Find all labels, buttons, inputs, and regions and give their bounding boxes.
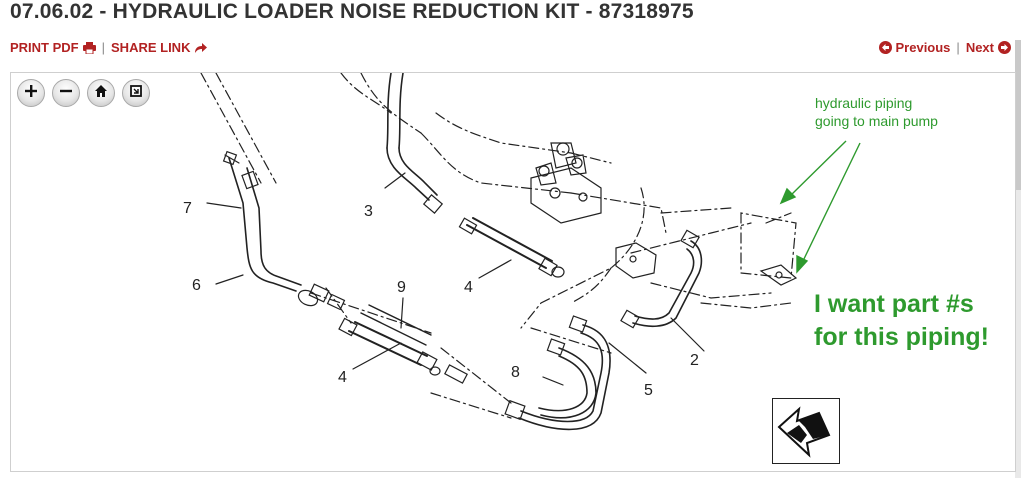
print-pdf-label: PRINT PDF	[10, 40, 79, 55]
return-arrow-button[interactable]	[772, 398, 840, 464]
home-icon	[94, 84, 108, 103]
zoom-controls	[17, 79, 150, 107]
toolbar-left: PRINT PDF | SHARE LINK	[10, 40, 208, 55]
callout-4-lower: 4	[338, 369, 347, 386]
return-arrow-icon	[773, 399, 839, 468]
parts-diagram: 7 3 4 6 9 4 8 5 2	[183, 73, 861, 431]
previous-link[interactable]: Previous	[878, 40, 951, 55]
diagram-viewer[interactable]: 7 3 4 6 9 4 8 5 2	[10, 72, 1016, 472]
annotation-small-line-2: going to main pump	[815, 113, 938, 129]
toolbar-separator: |	[101, 40, 106, 55]
callout-4-upper: 4	[464, 279, 473, 296]
callout-5: 5	[644, 382, 653, 399]
toolbar-separator-right: |	[956, 40, 960, 55]
previous-label: Previous	[895, 40, 951, 55]
minus-icon	[59, 84, 73, 103]
callout-2: 2	[690, 352, 699, 369]
zoom-in-button[interactable]	[17, 79, 45, 107]
page-scrollbar[interactable]	[1015, 40, 1021, 478]
annotation-big-line-2: for this piping!	[814, 323, 989, 351]
annotation-hydraulic-piping: hydraulic piping going to main pump	[815, 94, 938, 130]
print-pdf-link[interactable]: PRINT PDF	[10, 40, 96, 55]
fit-screen-button[interactable]	[122, 79, 150, 107]
toolbar-right: Previous | Next	[878, 40, 1011, 55]
zoom-out-button[interactable]	[52, 79, 80, 107]
callout-6: 6	[192, 277, 201, 294]
annotation-big-line-1: I want part #s	[814, 290, 974, 318]
annotation-part-request: I want part #s for this piping!	[814, 288, 989, 354]
circle-arrow-left-icon	[878, 41, 892, 54]
page-title: 07.06.02 - HYDRAULIC LOADER NOISE REDUCT…	[10, 0, 694, 23]
share-link-label: SHARE LINK	[111, 40, 191, 55]
share-arrow-icon	[194, 42, 208, 54]
page-scrollbar-thumb[interactable]	[1015, 40, 1021, 190]
callout-7: 8	[511, 364, 520, 381]
next-label: Next	[965, 40, 994, 55]
annotation-small-line-1: hydraulic piping	[815, 95, 913, 111]
plus-icon	[24, 84, 38, 103]
printer-icon	[82, 41, 96, 54]
circle-arrow-right-icon	[998, 41, 1011, 54]
callout-3: 3	[364, 203, 373, 220]
home-button[interactable]	[87, 79, 115, 107]
fit-screen-icon	[129, 84, 143, 103]
share-link[interactable]: SHARE LINK	[111, 40, 208, 55]
next-link[interactable]: Next	[966, 40, 1011, 55]
callout-9: 9	[397, 279, 406, 296]
callout-8: 7	[183, 200, 192, 217]
